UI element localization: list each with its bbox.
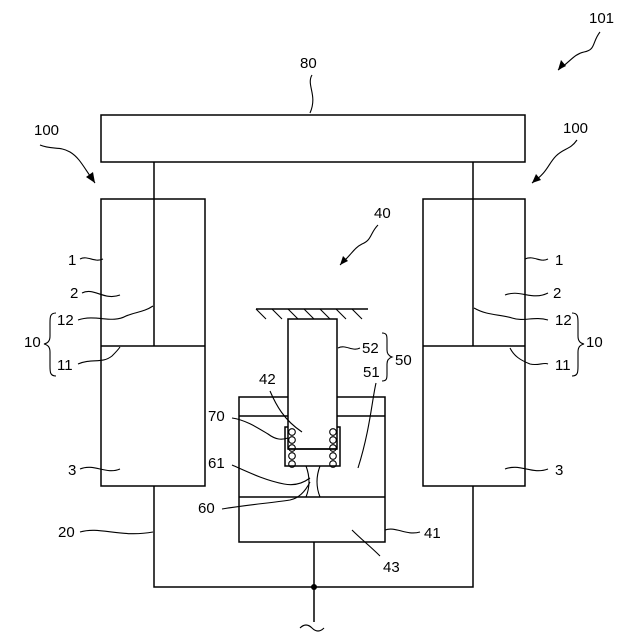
label-10-left: 10 [24, 334, 41, 351]
label-70: 70 [208, 408, 225, 425]
label-12-left: 12 [57, 312, 74, 329]
label-12-right: 12 [555, 312, 572, 329]
top-plate [101, 115, 525, 162]
label-100-left: 100 [34, 122, 59, 139]
label-52: 52 [362, 340, 379, 357]
ground-hatch [256, 309, 362, 319]
label-50: 50 [395, 352, 412, 369]
label-60: 60 [198, 500, 215, 517]
rod-52 [288, 319, 337, 449]
label-11-left: 11 [57, 357, 73, 374]
label-61: 61 [208, 455, 225, 472]
label-3-right: 3 [555, 462, 563, 479]
label-1-right: 1 [555, 252, 563, 269]
label-3-left: 3 [68, 462, 76, 479]
label-42: 42 [259, 371, 276, 388]
right-cylinder [423, 199, 525, 486]
label-2-right: 2 [553, 285, 561, 302]
label-40: 40 [374, 205, 391, 222]
label-41: 41 [424, 525, 441, 542]
label-1-left: 1 [68, 252, 76, 269]
label-11-right: 11 [555, 357, 571, 374]
left-cylinder [101, 199, 205, 486]
label-20: 20 [58, 524, 75, 541]
junction-dot [311, 584, 317, 590]
label-2-left: 2 [70, 285, 78, 302]
label-100-right: 100 [563, 120, 588, 137]
label-80: 80 [300, 55, 317, 72]
label-51: 51 [363, 364, 380, 381]
break-mark [300, 625, 324, 631]
label-10-right: 10 [586, 334, 603, 351]
label-43: 43 [383, 559, 400, 576]
label-101: 101 [589, 10, 614, 27]
